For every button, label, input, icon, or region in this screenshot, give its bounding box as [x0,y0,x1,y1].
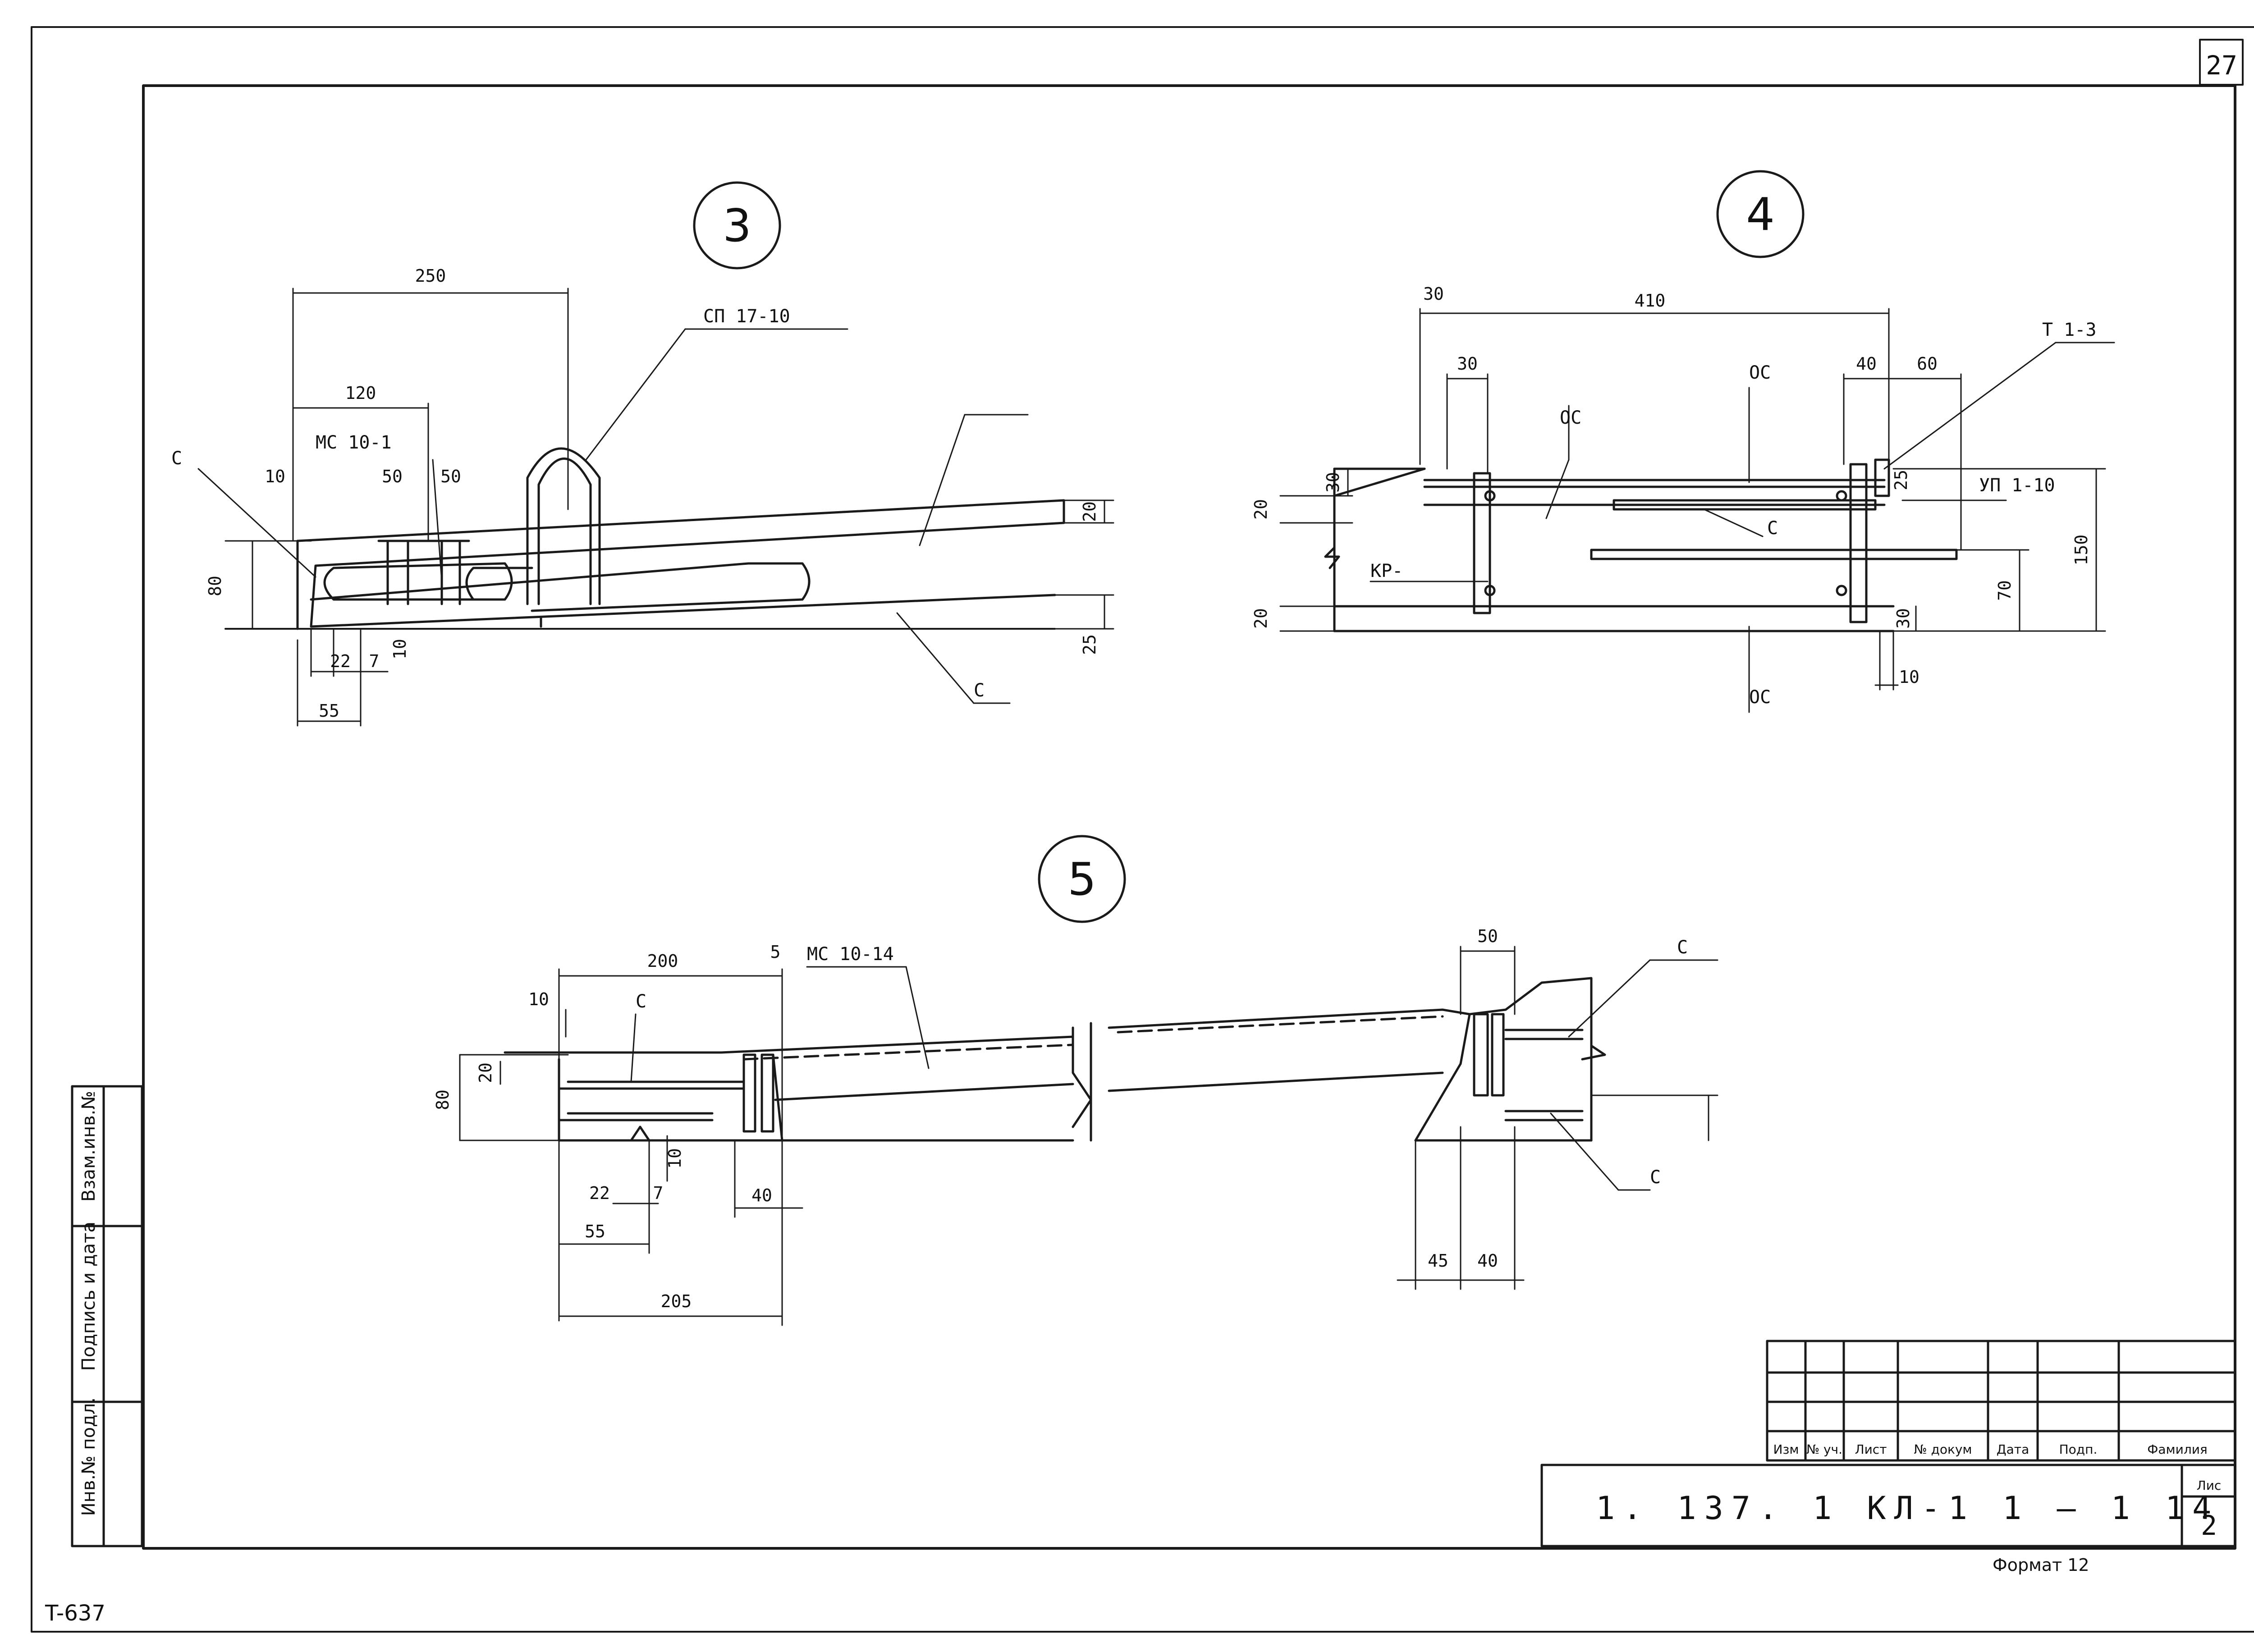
d3-dim-10b: 10 [390,639,410,659]
d3-dim-20: 20 [1080,501,1100,522]
d4-dim-70: 70 [1995,580,2015,601]
d5-label-c-2: С [1677,937,1688,958]
d5-dim-55: 55 [585,1222,605,1241]
d3-dim-50a: 50 [382,467,403,486]
d3-dim-250: 250 [415,266,446,286]
d3-dim-55: 55 [319,701,339,721]
d3-dim-25: 25 [1080,634,1100,655]
d3-dim-50b: 50 [440,467,461,486]
d5-dim-20: 20 [476,1062,495,1083]
inner-frame [142,84,2236,1550]
d3-dim-80: 80 [205,576,225,596]
d4-dim-150: 150 [2071,535,2091,566]
d5-label-c-1: С [636,991,646,1012]
d4-dim-40: 40 [1856,354,1877,374]
d4-dim-410: 410 [1635,291,1666,311]
title-block-grid [1540,1340,2236,1547]
d5-dim-10a: 10 [528,989,549,1009]
stamp-vzam-label: Взам.инв.№ [78,1091,99,1202]
d5-dim-200: 200 [647,951,678,971]
d5-dimensions: 200 5 10 20 80 22 7 10 40 55 205 50 45 4… [433,926,1498,1311]
d4-label-t: Т 1-3 [2042,320,2096,340]
d4-dim-30d: 30 [1893,608,1913,629]
header-date: Дата [1997,1442,2030,1457]
outer-frame [31,26,2254,1633]
d5-dim-22: 22 [589,1183,610,1203]
detail-3-drawing [197,288,1114,727]
d5-dim-5: 5 [770,942,781,962]
d4-label-up: УП 1-10 [1979,475,2055,496]
stamp-inv-label: Инв.№ подл. [78,1397,99,1516]
archive-mark: T-637 [45,1601,105,1626]
header-doc-num: № докум [1914,1442,1972,1457]
d3-label-mc: МС 10-1 [316,432,392,453]
d5-dim-10b: 10 [665,1148,685,1169]
d3-label-sp: СП 17-10 [703,306,790,327]
d4-dim-30c: 30 [1323,472,1343,493]
detail-5-drawing [459,946,1718,1326]
detail-5-circle [1038,835,1126,923]
page-number: 27 [2206,50,2237,81]
d5-dim-45: 45 [1428,1251,1448,1271]
d4-dim-20b: 20 [1251,608,1271,629]
d3-dim-7: 7 [369,651,380,671]
d3-dim-10: 10 [265,467,285,486]
sheet-label: Лис [2197,1478,2222,1493]
d5-dim-50: 50 [1477,926,1498,946]
header-num-uch: № уч. [1806,1442,1842,1457]
detail-4-drawing [1279,308,2115,713]
document-code: 1. 137. 1 КЛ-1 1 — 1 14 [1596,1490,2219,1527]
header-sign: Подп. [2059,1442,2098,1457]
detail-3-circle [693,181,781,270]
d3-dim-120: 120 [345,383,376,403]
page-number-box [2199,39,2244,86]
d5-label-c-3: С [1650,1167,1661,1188]
d4-dim-10: 10 [1899,667,1920,687]
d4-label-kr: КР- [1370,561,1403,581]
header-izm: Изм [1773,1442,1799,1457]
detail-5-number: 5 [1067,853,1096,906]
title-block-headers: Изм № уч. Лист № докум Дата Подп. Фамили… [1773,1442,2208,1457]
d5-label-mc: МС 10-14 [807,944,894,965]
d4-label-oc-2: ОС [1560,407,1581,428]
d4-dim-60: 60 [1917,354,1938,374]
detail-4-number: 4 [1746,188,1775,241]
d4-label-oc-1: ОС [1749,362,1771,383]
d4-dim-25: 25 [1891,470,1911,490]
d5-dim-205: 205 [661,1291,692,1311]
d4-dim-30b: 30 [1457,354,1478,374]
header-surname: Фамилия [2147,1442,2208,1457]
stamp-sign-label: Подпись и дата [78,1222,99,1371]
d4-dim-30a: 30 [1423,284,1444,304]
d4-dim-20a: 20 [1251,499,1271,520]
d3-dim-22: 22 [330,651,351,671]
d5-dim-7: 7 [653,1183,664,1203]
d5-dim-40a: 40 [751,1185,772,1205]
d3-dimensions: 250 120 10 50 50 80 20 25 22 7 10 55 [205,266,1100,721]
format-label: Формат 12 [1993,1555,2089,1575]
side-stamp-frame [71,1085,143,1547]
d5-dim-40b: 40 [1477,1251,1498,1271]
d3-label-c-1: С [171,448,182,469]
detail-3-number: 3 [723,199,751,252]
d5-dim-80: 80 [433,1089,453,1110]
d4-dimensions: 30 410 30 40 60 30 20 25 150 70 20 30 10 [1251,284,2091,687]
sheet-number: 2 [2201,1510,2217,1542]
d4-label-c: С [1767,518,1778,539]
detail-4-circle [1716,170,1805,258]
header-list: Лист [1855,1442,1887,1457]
d4-label-oc-3: ОС [1749,687,1771,708]
d3-label-c-2: С [974,680,985,701]
